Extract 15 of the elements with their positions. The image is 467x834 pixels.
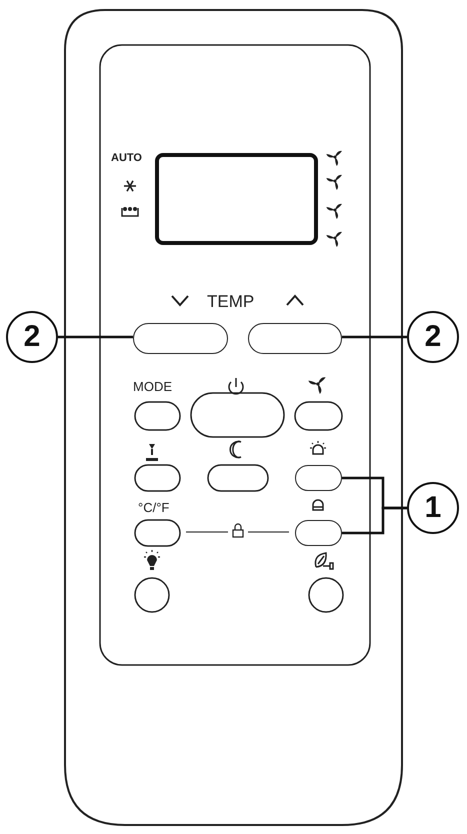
temp-label: TEMP [207,292,254,312]
callout-number: 2 [407,311,459,363]
callout-number: 2 [6,311,58,363]
callout-number: 1 [407,482,459,534]
display-screen [155,153,318,245]
leader-line [342,506,407,534]
leader-line [342,336,407,338]
button-label: MODE [133,379,172,394]
temp-up-button [248,323,342,354]
button-label: °C/°F [138,500,170,515]
light-button [295,465,342,491]
mode-label: AUTO [111,152,142,164]
leader-line [58,336,133,338]
lamp-button [295,520,342,546]
temp-down-button [133,323,228,354]
